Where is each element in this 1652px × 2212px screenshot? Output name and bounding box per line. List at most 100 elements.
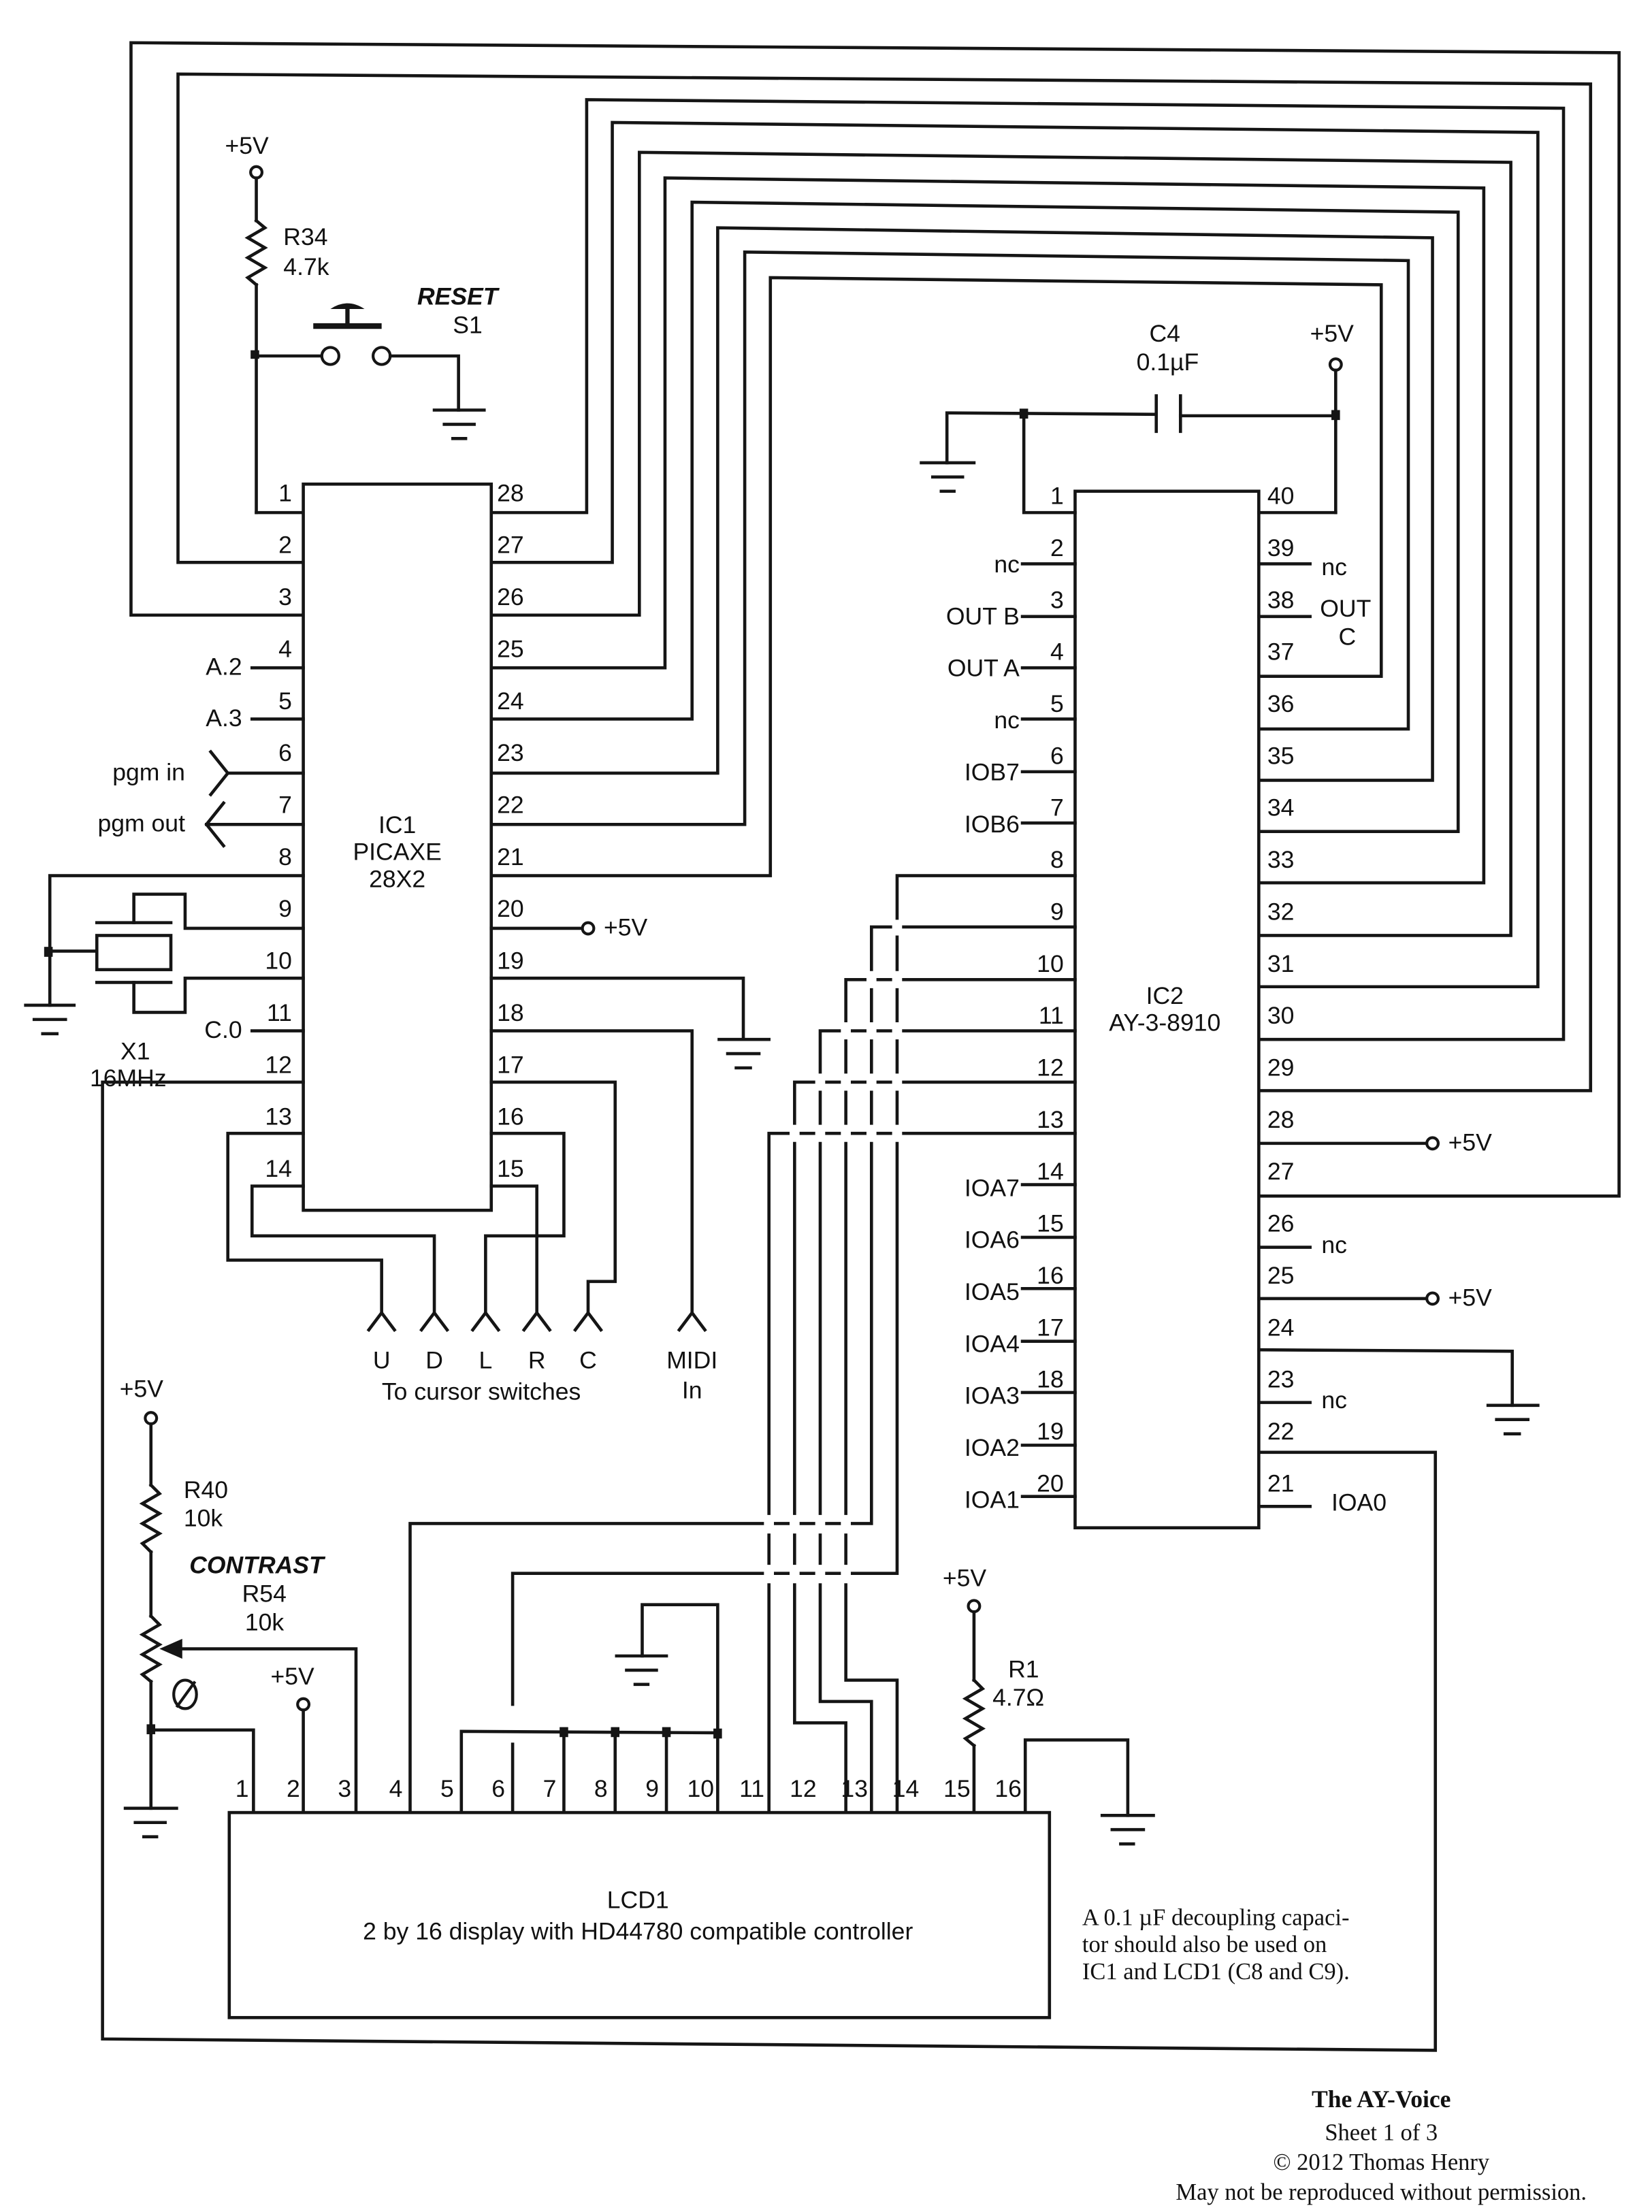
- reset-circuit: +5V R34 4.7k RESET S1: [225, 132, 500, 515]
- ic2-pin-number: 10: [1037, 950, 1064, 977]
- supply-terminal-icon: [967, 1599, 982, 1614]
- ic1-pin-number: 5: [278, 687, 292, 715]
- ic1-pin-number: 1: [278, 479, 292, 506]
- ic1-pin-number: 10: [265, 947, 292, 975]
- ic1-pin-number: 13: [265, 1103, 292, 1131]
- connector-u-icon: [366, 1310, 397, 1333]
- ic2-pin-number: 32: [1267, 898, 1295, 925]
- lcd-pin-number: 5: [440, 1775, 454, 1802]
- ic2-pin-number: 23: [1267, 1366, 1295, 1393]
- ic1-pin-number: 15: [497, 1155, 524, 1182]
- lcd-pin-number: 15: [943, 1775, 971, 1802]
- ic1-pin-number: 14: [265, 1155, 292, 1182]
- label-c0: C.0: [204, 1016, 242, 1043]
- ic1-pin-number: 21: [497, 843, 524, 871]
- r40-ref: R40: [184, 1476, 228, 1503]
- label-a3: A.3: [206, 704, 242, 732]
- label-pgm-out: pgm out: [98, 810, 186, 837]
- ic2-pin-number: 7: [1050, 794, 1064, 822]
- ic1-pin-number: 18: [497, 999, 524, 1026]
- label-nc: nc: [1321, 553, 1347, 581]
- lcd-pin-number: 16: [994, 1775, 1022, 1802]
- supply-terminal-icon: [1425, 1291, 1440, 1306]
- ic1-pin-number: 8: [278, 843, 292, 871]
- supply-terminal-icon: [249, 165, 264, 180]
- ic2-pin-number: 9: [1050, 898, 1064, 925]
- ic2-part: AY-3-8910: [1109, 1009, 1220, 1037]
- resistor-r40-icon: [139, 1482, 163, 1555]
- ic2-pin-number: 30: [1267, 1002, 1295, 1029]
- c4-value: 0.1µF: [1137, 348, 1199, 376]
- ic1-ref: IC1: [378, 811, 416, 839]
- ic2-pin-number: 4: [1050, 638, 1064, 666]
- ic2-pin-number: 24: [1267, 1314, 1295, 1341]
- ic1-variant: 28X2: [369, 865, 425, 892]
- r40-value: 10k: [184, 1505, 223, 1532]
- lcd-p2-supply-label: +5V: [270, 1663, 314, 1690]
- ic1-pin-number: 11: [267, 999, 292, 1026]
- ic2-pin-label: IOA2: [965, 1434, 1020, 1461]
- lcd-pin-number: 13: [841, 1775, 868, 1802]
- ic2-pin-number: 34: [1267, 794, 1295, 822]
- s1-ref: S1: [453, 312, 482, 339]
- lcd-pin-number: 11: [739, 1775, 764, 1802]
- ic2-pin-label: OUT A: [948, 655, 1020, 682]
- ic2-p28-supply: +5V: [1448, 1128, 1493, 1156]
- pushbutton-s1-icon[interactable]: [313, 303, 392, 366]
- ic2-pin-number: 3: [1050, 586, 1064, 613]
- resistor-r34-icon: [244, 218, 268, 287]
- ic2-pin-number: 14: [1037, 1158, 1064, 1185]
- wiper-arrow-icon: [159, 1638, 182, 1659]
- ic1-pin-number: 3: [278, 583, 292, 611]
- lcd-pin-number: 1: [236, 1775, 249, 1802]
- ic1-pin-number: 24: [497, 687, 524, 715]
- r40-supply-label: +5V: [120, 1375, 164, 1402]
- label-pgm-in: pgm in: [112, 758, 185, 785]
- ic2-pin-label: IOA3: [965, 1382, 1020, 1410]
- ic2-pin-label: IOA1: [965, 1486, 1020, 1513]
- ic2-pin-number: 19: [1037, 1418, 1064, 1445]
- r54-ref: R54: [242, 1580, 287, 1608]
- junction-dot: [1331, 410, 1340, 421]
- supply-terminal-icon: [296, 1697, 311, 1712]
- ic2-pin-label: IOB7: [965, 758, 1020, 785]
- ic2-pin-number: 16: [1037, 1262, 1064, 1289]
- label-ioa0: IOA0: [1331, 1489, 1387, 1516]
- ic2-pin-number: 37: [1267, 638, 1295, 666]
- ic2-ay-3-8910: IC2 AY-3-8910 12345678910111213141516171…: [946, 483, 1295, 1530]
- connector-l-icon: [470, 1310, 501, 1333]
- ic2-pin-label: IOA5: [965, 1278, 1020, 1305]
- ic2-pin-number: 13: [1037, 1106, 1064, 1133]
- connector-label-c: C: [579, 1346, 597, 1373]
- junction-dot: [560, 1727, 568, 1738]
- backlight-circuit: +5V R1 4.7Ω: [943, 1564, 1155, 1846]
- ic2-pin-number: 12: [1037, 1054, 1064, 1081]
- ic1-pin-number: 4: [278, 635, 292, 662]
- ic2-pin-number: 31: [1267, 950, 1295, 977]
- lcd-pin-number: 6: [491, 1775, 505, 1802]
- ground-icon: [1100, 1813, 1155, 1846]
- ic2-pin-number: 18: [1037, 1366, 1064, 1393]
- adjust-screwdriver-icon[interactable]: [172, 1678, 198, 1710]
- note-line-1: A 0.1 µF decoupling capaci-: [1082, 1904, 1350, 1930]
- connector-label-r: R: [528, 1346, 546, 1373]
- document-title: The AY-Voice: [1312, 2085, 1451, 2113]
- ic2-pin-label: IOB6: [965, 811, 1020, 838]
- pgm-in-connector-icon: [208, 749, 230, 797]
- ic2-pin-number: 15: [1037, 1210, 1064, 1237]
- ic2-pin-number: 8: [1050, 846, 1064, 873]
- ic2-pin-label: OUT B: [946, 602, 1020, 630]
- bus-wires-top: [129, 41, 1621, 1198]
- pgm-out-arrow-icon: [204, 800, 226, 848]
- copyright: © 2012 Thomas Henry: [1273, 2149, 1490, 2175]
- ic1-pin-number: 12: [265, 1051, 292, 1078]
- lcd-pin-number: 3: [338, 1775, 351, 1802]
- ic2-pin-number: 33: [1267, 846, 1295, 873]
- ic2-pin-number: 27: [1267, 1158, 1295, 1185]
- label-nc: nc: [1321, 1386, 1347, 1414]
- ic2-pin-number: 36: [1267, 690, 1295, 717]
